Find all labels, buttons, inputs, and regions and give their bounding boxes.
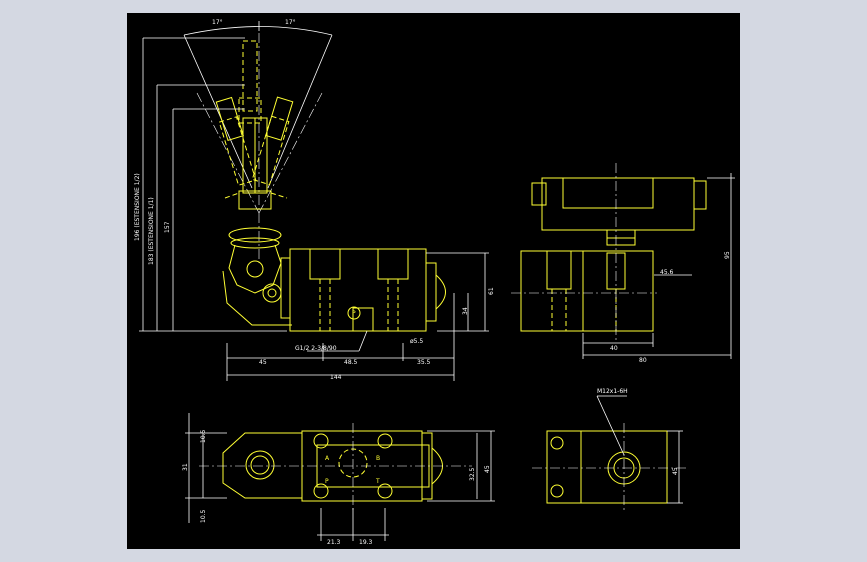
side-view	[511, 163, 707, 343]
hole-diameter-dim: ø5.5	[410, 338, 423, 345]
dim-front-61: 61	[488, 287, 495, 295]
top-view	[199, 423, 472, 513]
dim-top-31: 31	[182, 463, 189, 471]
cad-drawing-sheet: 17° 17°	[127, 13, 740, 549]
dim-top-10-5-upper: 10.5	[200, 429, 207, 443]
cad-drawing-svg: 17° 17°	[134, 19, 735, 546]
dim-side-80: 80	[639, 357, 647, 364]
port-letter-b: B	[376, 455, 380, 462]
dim-side-95: 95	[724, 251, 731, 259]
lever-right-position	[251, 96, 294, 186]
lever-swing-zone	[183, 21, 333, 263]
side-view-dims	[582, 173, 735, 359]
dim-top-21-3: 21.3	[327, 539, 341, 546]
dim-top-19-3: 19.3	[359, 539, 373, 546]
port-letter-front: P	[352, 310, 356, 317]
vertical-height-dims	[139, 37, 287, 332]
dim-overall-mid: 183 (ESTENSIONE 1/1)	[148, 197, 155, 265]
dim-front-45: 45	[259, 359, 267, 366]
port-letter-p: P	[325, 478, 329, 485]
dim-lever-height: 157	[164, 221, 171, 233]
port-callout: G1/2 2-3/8/90	[295, 345, 337, 352]
dim-side-45-6: 45.6	[660, 269, 674, 276]
front-view-body	[280, 248, 446, 332]
lever-left-position	[215, 96, 257, 186]
port-letter-a: A	[325, 455, 330, 462]
front-view-dims	[226, 252, 489, 381]
dim-front-48-5: 48.5	[344, 359, 358, 366]
lever-vertical-position	[238, 40, 268, 194]
dim-top-32-5: 32.5	[469, 467, 476, 481]
lever-hub	[222, 190, 292, 326]
end-view	[532, 423, 687, 513]
dim-end-45: 45	[672, 467, 679, 475]
dim-overall-length: 144	[330, 374, 342, 381]
angle-label-left: 17°	[212, 19, 223, 26]
angle-label-right: 17°	[285, 19, 296, 26]
dim-top-10-5-lower: 10.5	[200, 509, 207, 523]
top-view-dims	[185, 413, 495, 541]
dim-front-34: 34	[462, 307, 469, 315]
end-view-dims	[596, 395, 683, 504]
dim-front-35-5: 35.5	[417, 359, 431, 366]
port-letter-t: T	[375, 478, 380, 485]
dim-overall-extended: 196 (ESTENSIONE 1/2)	[134, 173, 141, 241]
dim-top-45: 45	[484, 465, 491, 473]
thread-callout: M12x1-6H	[597, 388, 628, 395]
dim-side-40: 40	[610, 345, 618, 352]
